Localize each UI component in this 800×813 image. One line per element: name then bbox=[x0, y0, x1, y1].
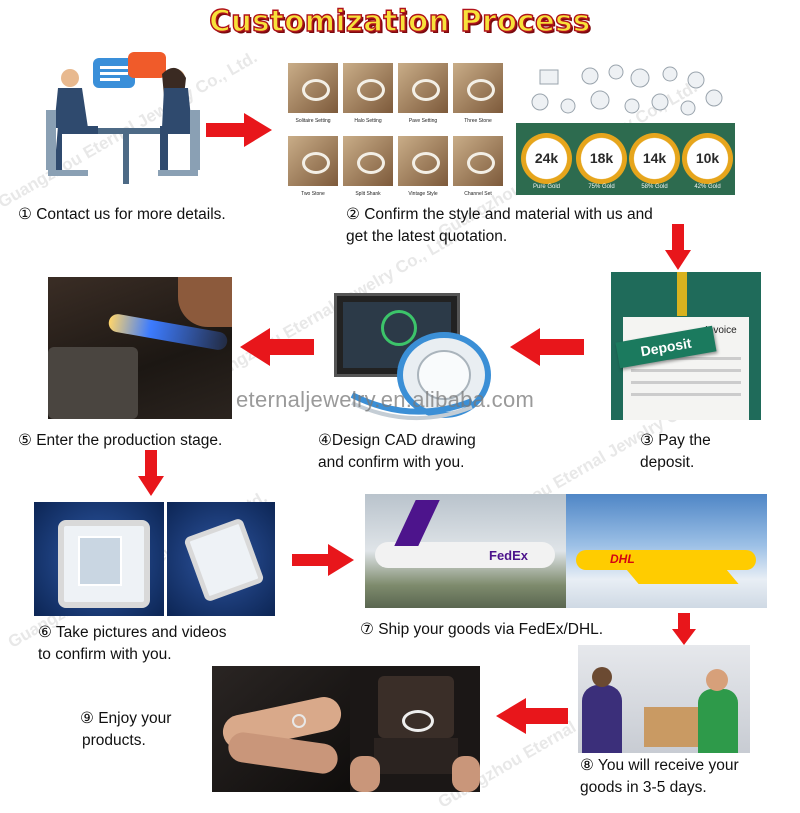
gold-label: Pure Gold bbox=[532, 184, 560, 190]
ring-style-label: Pave Setting bbox=[408, 118, 438, 124]
step-8-line-1: ⑧ You will receive your bbox=[580, 757, 739, 774]
step-8-line-2: goods in 3-5 days. bbox=[580, 779, 707, 796]
ring-style-label: Halo Setting bbox=[354, 118, 382, 124]
step-6-caption: ⑥ Take pictures and videos to confirm wi… bbox=[38, 622, 227, 666]
ring-style-photo bbox=[398, 136, 448, 186]
product-photo-1 bbox=[34, 502, 164, 616]
arrow-right-icon bbox=[206, 113, 272, 147]
ring-style-photo bbox=[288, 136, 338, 186]
step-9-line-1: ⑨ Enjoy your bbox=[80, 710, 172, 727]
arrow-left-icon bbox=[496, 698, 568, 734]
arrow-right-icon bbox=[292, 544, 354, 576]
step-3-line-2: deposit. bbox=[640, 454, 695, 471]
gold-14k-badge: 14k bbox=[629, 133, 680, 184]
ring-style-photo bbox=[453, 63, 503, 113]
step-5-caption: ⑤ Enter the production stage. bbox=[18, 432, 223, 449]
ring-style-label: Solitaire Setting bbox=[295, 118, 331, 124]
arrow-down-icon bbox=[138, 450, 164, 496]
step-4-line-2: and confirm with you. bbox=[318, 454, 465, 471]
gold-24k-badge: 24k bbox=[521, 133, 572, 184]
arrow-left-icon bbox=[240, 328, 314, 366]
ring-style-label: Channel Set bbox=[464, 191, 492, 197]
ring-box-photo bbox=[350, 666, 480, 792]
step-7-caption: ⑦ Ship your goods via FedEx/DHL. bbox=[360, 621, 604, 638]
ring-style-label: Vintage Style bbox=[408, 191, 438, 197]
ring-style-photo bbox=[398, 63, 448, 113]
ring-style-photo bbox=[453, 136, 503, 186]
production-photo bbox=[48, 277, 232, 419]
speech-bubble-icon bbox=[93, 52, 166, 88]
diamonds-photo bbox=[531, 64, 723, 116]
step-6-line-2: to confirm with you. bbox=[38, 646, 172, 663]
invoice-heading: Invoice bbox=[705, 325, 737, 336]
step-3-caption: ③ Pay the deposit. bbox=[640, 430, 711, 474]
gold-18k-badge: 18k bbox=[576, 133, 627, 184]
crane-hook bbox=[677, 272, 687, 316]
ring-style-photo bbox=[343, 63, 393, 113]
ring-style-photo bbox=[288, 63, 338, 113]
deposit-invoice-image: Invoice Deposit bbox=[611, 272, 761, 420]
fedex-logo: FedEx bbox=[489, 548, 529, 563]
gold-label: 42% Gold bbox=[694, 184, 721, 190]
consultation-illustration bbox=[46, 52, 200, 184]
step-9-caption: ⑨ Enjoy your products. bbox=[80, 708, 171, 752]
ring-style-label: Two Stone bbox=[301, 191, 325, 197]
website-watermark: eternaljewelry.en.alibaba.com bbox=[236, 387, 535, 412]
couple-hands-photo bbox=[212, 666, 350, 792]
arrow-down-icon bbox=[672, 613, 696, 645]
step-4-line-1: ④Design CAD drawing bbox=[318, 432, 476, 449]
ring-style-grid: Solitaire Setting Halo Setting Pave Sett… bbox=[283, 60, 505, 205]
step-8-caption: ⑧ You will receive your goods in 3-5 day… bbox=[580, 755, 739, 799]
step-2-line-1: ② Confirm the style and material with us… bbox=[346, 206, 653, 223]
page-title: Customization Process bbox=[209, 3, 591, 38]
product-photo-2 bbox=[167, 502, 275, 616]
gold-10k-badge: 10k bbox=[682, 133, 733, 184]
ring-style-label: Split Shank bbox=[355, 191, 381, 197]
dhl-logo: DHL bbox=[610, 552, 635, 566]
dhl-plane-photo: DHL bbox=[566, 494, 767, 608]
step-9-line-2: products. bbox=[82, 732, 146, 749]
step-3-line-1: ③ Pay the bbox=[640, 432, 711, 449]
arrow-down-icon bbox=[665, 224, 691, 270]
delivery-photo bbox=[578, 645, 750, 753]
cad-ring-drawing bbox=[381, 310, 417, 346]
step-4-caption: ④Design CAD drawing and confirm with you… bbox=[318, 430, 476, 474]
halo-ring-photo bbox=[350, 332, 491, 420]
step-2-line-2: get the latest quotation. bbox=[346, 228, 508, 245]
ring-style-photo bbox=[343, 136, 393, 186]
gold-label: 58% Gold bbox=[641, 184, 668, 190]
ring-style-label: Three Stone bbox=[464, 118, 492, 124]
step-1-caption: ① Contact us for more details. bbox=[18, 206, 226, 223]
step-2-caption: ② Confirm the style and material with us… bbox=[346, 204, 653, 248]
gold-label: 75% Gold bbox=[588, 184, 615, 190]
fedex-plane-photo: FedEx bbox=[365, 494, 566, 608]
arrow-left-icon bbox=[510, 328, 584, 366]
step-6-line-1: ⑥ Take pictures and videos bbox=[38, 624, 227, 641]
